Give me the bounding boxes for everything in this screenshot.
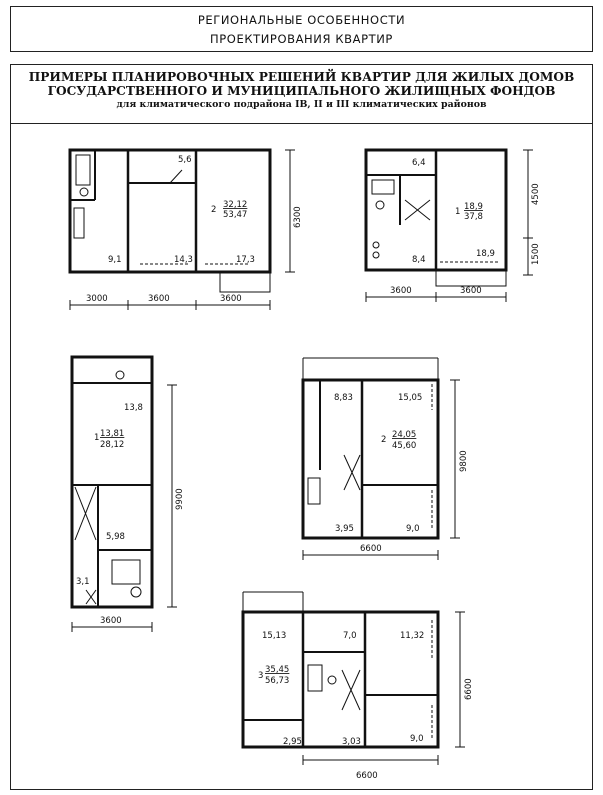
bathtub-icon — [111, 559, 141, 585]
bathtub-icon — [371, 179, 395, 195]
dimension-label: 4500 — [531, 183, 541, 205]
room-area-label: 5,98 — [106, 532, 125, 542]
plan-2 — [364, 148, 533, 302]
room-area-label: 9,0 — [406, 524, 420, 534]
room-count-label: 2 — [211, 205, 216, 215]
room-area-label: 7,0 — [343, 631, 357, 641]
room-area-label: 3,95 — [335, 524, 354, 534]
room-area-label: 6,4 — [412, 158, 426, 168]
room-count-label: 1 — [94, 433, 99, 443]
room-area-label: 14,3 — [174, 255, 193, 265]
room-area-label: 11,32 — [400, 631, 424, 641]
dimension-label: 6600 — [360, 544, 382, 554]
plan-3-door — [85, 589, 97, 605]
room-area-label: 5,6 — [178, 155, 192, 165]
room-area-label: 9,1 — [108, 255, 122, 265]
room-area-label: 3,03 — [342, 737, 361, 747]
dimension-label: 6300 — [293, 206, 303, 228]
room-area-label: 15,13 — [262, 631, 286, 641]
plan-4-door — [343, 454, 361, 491]
room-area-label: 15,05 — [398, 393, 422, 403]
dimension-label: 3000 — [86, 294, 108, 304]
plan-4 — [301, 357, 460, 560]
dimension-label: 9800 — [459, 450, 469, 472]
toilet-icon — [375, 200, 385, 210]
plan-1-balcony — [219, 271, 271, 293]
stove-icon — [372, 241, 380, 249]
plan-5 — [241, 591, 465, 765]
total-area-label: 28,12 — [100, 440, 124, 450]
stove-icon — [372, 251, 380, 259]
plan-2-balcony — [435, 269, 507, 287]
dimension-label: 3600 — [390, 286, 412, 296]
plan-1-door — [169, 169, 183, 184]
plan-3 — [70, 355, 177, 632]
plan-3-door — [74, 486, 97, 541]
dimension-label: 6600 — [356, 771, 378, 781]
plan-1 — [68, 148, 295, 310]
plan-5-outer-wall — [241, 610, 440, 749]
title-line-3: для климатического подрайона IВ, II и II… — [116, 99, 487, 110]
plan-2-door — [404, 199, 431, 221]
room-area-label: 13,8 — [124, 403, 143, 413]
bathtub-icon — [307, 477, 321, 505]
sink-icon — [79, 187, 89, 197]
dimension-label: 3600 — [460, 286, 482, 296]
plan-4-outer-wall — [301, 378, 440, 540]
dimension-label: 3600 — [100, 616, 122, 626]
dimension-label: 3600 — [220, 294, 242, 304]
dimension-label: 1500 — [531, 243, 541, 265]
room-area-label: 17,3 — [236, 255, 255, 265]
kitchen-stove-icon — [73, 207, 85, 239]
plan-5-door — [341, 669, 361, 711]
header-line-2: ПРОЕКТИРОВАНИЯ КВАРТИР — [210, 32, 393, 46]
room-area-label: 8,83 — [334, 393, 353, 403]
room-area-label: 3,1 — [76, 577, 90, 587]
plan-3-outer-wall — [70, 355, 154, 609]
title-block: ПРИМЕРЫ ПЛАНИРОВОЧНЫХ РЕШЕНИЙ КВАРТИР ДЛ… — [11, 65, 592, 124]
living-area-label: 24,05 — [392, 430, 416, 440]
room-area-label: 2,95 — [283, 737, 302, 747]
living-area-label: 32,12 — [223, 200, 247, 210]
room-count-label: 2 — [381, 435, 386, 445]
plan-1-outer-wall — [68, 148, 272, 274]
header-line-1: РЕГИОНАЛЬНЫЕ ОСОБЕННОСТИ — [197, 13, 406, 27]
title-line-1: ПРИМЕРЫ ПЛАНИРОВОЧНЫХ РЕШЕНИЙ КВАРТИР ДЛ… — [28, 70, 575, 84]
total-area-label: 45,60 — [392, 441, 416, 451]
stove-icon — [115, 370, 125, 380]
title-line-2: ГОСУДАРСТВЕННОГО И МУНИЦИПАЛЬНОГО ЖИЛИЩН… — [47, 84, 556, 98]
room-count-label: 1 — [455, 207, 460, 217]
dimension-label: 6600 — [464, 678, 474, 700]
total-area-label: 37,8 — [464, 212, 483, 222]
bathtub-icon — [307, 664, 323, 692]
room-area-label: 9,0 — [410, 734, 424, 744]
header-box: РЕГИОНАЛЬНЫЕ ОСОБЕННОСТИ ПРОЕКТИРОВАНИЯ … — [10, 6, 593, 52]
living-area-label: 35,45 — [265, 665, 289, 675]
main-frame: ПРИМЕРЫ ПЛАНИРОВОЧНЫХ РЕШЕНИЙ КВАРТИР ДЛ… — [10, 64, 593, 790]
toilet-icon — [327, 675, 337, 685]
toilet-icon — [130, 586, 142, 598]
living-area-label: 13,81 — [100, 429, 124, 439]
room-area-label: 8,4 — [412, 255, 426, 265]
room-count-label: 3 — [258, 671, 263, 681]
total-area-label: 53,47 — [223, 210, 247, 220]
dimension-label: 9900 — [175, 488, 185, 510]
room-area-label: 18,9 — [476, 249, 495, 259]
bathtub-icon — [75, 154, 91, 186]
dimension-label: 3600 — [148, 294, 170, 304]
living-area-label: 18,9 — [464, 202, 483, 212]
total-area-label: 56,73 — [265, 676, 289, 686]
